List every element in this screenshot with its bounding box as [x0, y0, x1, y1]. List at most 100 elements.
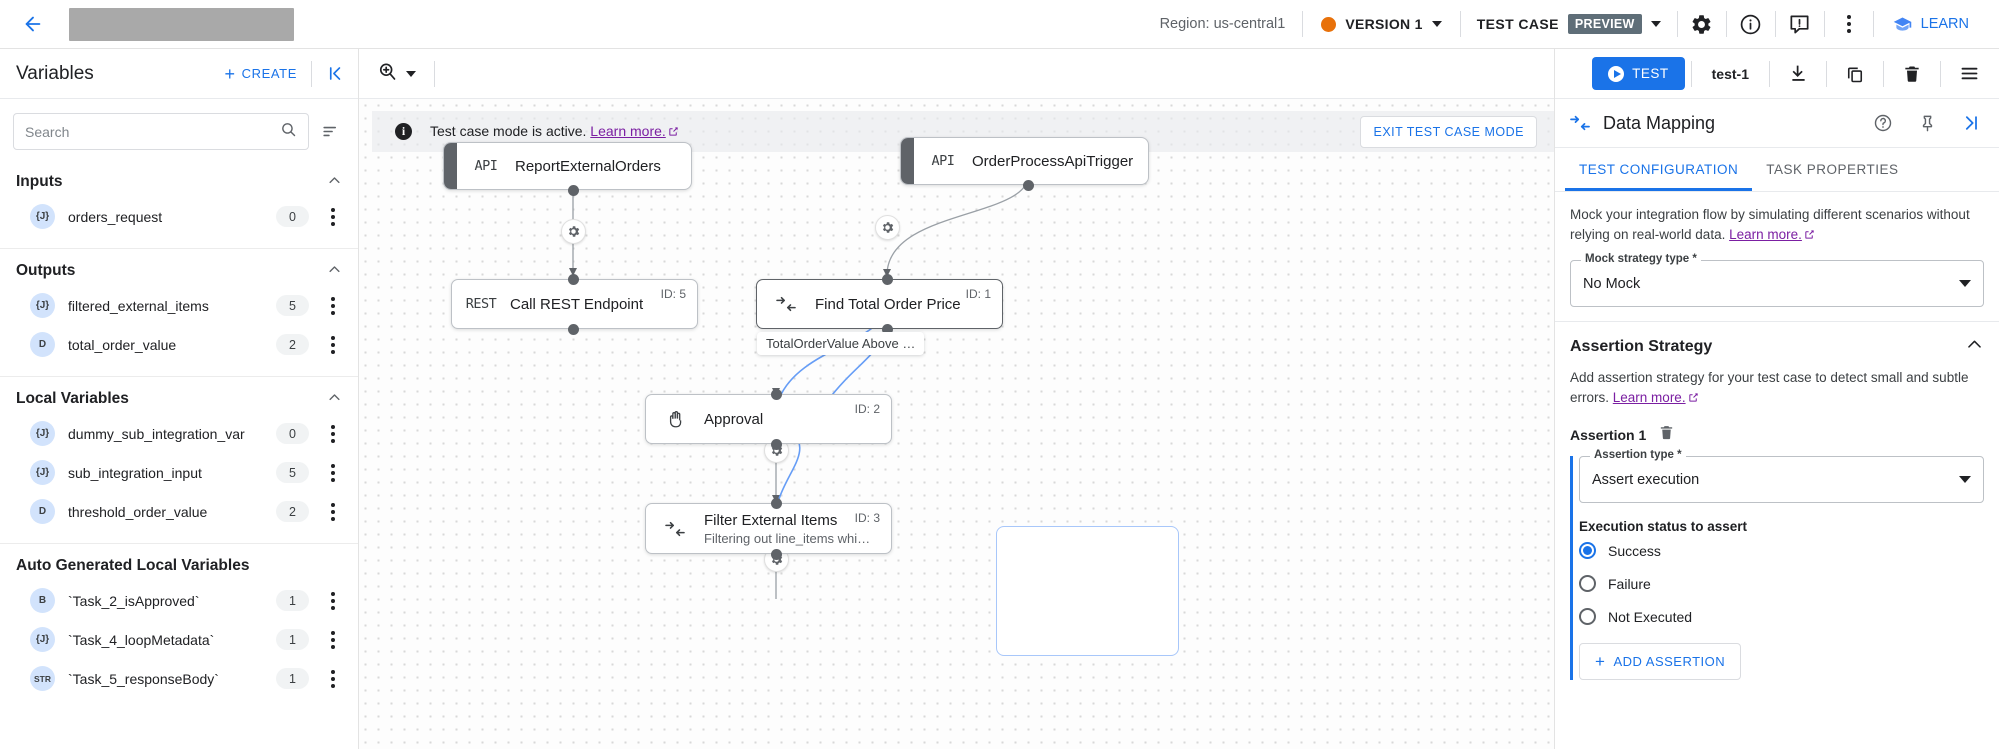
variable-name: `Task_2_isApproved` [68, 592, 200, 609]
radio-option-success[interactable]: Success [1579, 534, 1984, 567]
selected-node-placeholder[interactable] [996, 526, 1179, 656]
node-output-port[interactable] [771, 439, 782, 450]
radio-label: Failure [1608, 575, 1651, 592]
test-case-selector[interactable]: TEST CASE PREVIEW [1461, 14, 1677, 34]
edge-condition-label[interactable]: TotalOrderValue Above … [757, 332, 925, 355]
create-variable-button[interactable]: + CREATE [225, 65, 312, 83]
integration-canvas: i Test case mode is active. Learn more. … [359, 49, 1554, 749]
type-badge: B [30, 588, 55, 613]
list-item[interactable]: {J} `Task_4_loopMetadata` 1 [0, 620, 358, 659]
node-input-port[interactable] [771, 389, 782, 400]
sort-icon[interactable] [315, 122, 345, 141]
integration-title-redacted [69, 7, 294, 41]
list-item[interactable]: {J} dummy_sub_integration_var 0 [0, 414, 358, 453]
chevron-up-icon [327, 173, 342, 191]
node-report-external-orders[interactable]: API ReportExternalOrders [443, 142, 692, 190]
node-approval[interactable]: Approval ID: 2 [645, 394, 892, 444]
row-more-icon[interactable] [322, 424, 344, 443]
row-more-icon[interactable] [322, 296, 344, 315]
node-call-rest-endpoint[interactable]: REST Call REST Endpoint ID: 5 [451, 279, 698, 329]
node-find-total-order-price[interactable]: Find Total Order Price ID: 1 [756, 279, 1003, 329]
mock-strategy-type-select[interactable]: Mock strategy type * No Mock [1570, 253, 1984, 308]
node-title: Filter External Items [704, 511, 838, 529]
node-output-port[interactable] [882, 324, 893, 335]
learn-more-link[interactable]: Learn more. [1612, 389, 1686, 405]
add-assertion-button[interactable]: + ADD ASSERTION [1579, 643, 1742, 681]
tab-test-configuration[interactable]: TEST CONFIGURATION [1565, 148, 1753, 191]
edge-gear-icon[interactable] [561, 219, 586, 244]
exit-test-case-mode-button[interactable]: EXIT TEST CASE MODE [1360, 116, 1537, 148]
row-more-icon[interactable] [322, 502, 344, 521]
edge-gear-icon[interactable] [875, 215, 900, 240]
row-more-icon[interactable] [322, 463, 344, 482]
canvas-area[interactable]: i Test case mode is active. Learn more. … [359, 99, 1554, 749]
help-icon[interactable] [1867, 107, 1899, 139]
row-more-icon[interactable] [322, 669, 344, 688]
section-header-inputs[interactable]: Inputs [0, 160, 358, 197]
radio-option-not-executed[interactable]: Not Executed [1579, 600, 1984, 633]
copy-icon[interactable] [1833, 52, 1877, 96]
node-output-port[interactable] [568, 324, 579, 335]
list-item[interactable]: {J} orders_request 0 [0, 197, 358, 236]
search-input[interactable] [25, 123, 272, 140]
assertion-strategy-header[interactable]: Assertion Strategy [1570, 335, 1984, 359]
row-more-icon[interactable] [322, 591, 344, 610]
tab-task-properties[interactable]: TASK PROPERTIES [1766, 162, 1899, 177]
collapse-left-icon[interactable] [312, 49, 358, 98]
learn-more-link[interactable]: Learn more. [590, 123, 666, 139]
variables-section-local: Local Variables {J} dummy_sub_integratio… [0, 377, 358, 544]
back-arrow-icon[interactable] [16, 7, 50, 41]
list-item[interactable]: D total_order_value 2 [0, 325, 358, 364]
radio-option-failure[interactable]: Failure [1579, 567, 1984, 600]
learn-button[interactable]: LEARN [1874, 14, 1983, 35]
collapse-right-icon[interactable] [1955, 107, 1987, 139]
node-output-port[interactable] [1023, 180, 1034, 191]
node-order-process-api-trigger[interactable]: API OrderProcessApiTrigger [900, 137, 1149, 185]
list-item[interactable]: B `Task_2_isApproved` 1 [0, 581, 358, 620]
delete-icon[interactable] [1890, 52, 1934, 96]
node-accent-bar [444, 143, 457, 189]
feedback-icon[interactable] [1776, 0, 1824, 48]
search-box[interactable] [13, 113, 309, 150]
variables-section-outputs: Outputs {J} filtered_external_items 5 D … [0, 249, 358, 377]
node-filter-external-items[interactable]: Filter External Items Filtering out line… [645, 503, 892, 554]
info-icon[interactable] [1727, 0, 1775, 48]
list-item[interactable]: {J} sub_integration_input 5 [0, 453, 358, 492]
approval-hand-icon [646, 409, 704, 430]
test-label: TEST [1632, 66, 1669, 81]
assertion-type-select[interactable]: Assertion type * Assert execution [1579, 449, 1984, 504]
pin-icon[interactable] [1911, 107, 1943, 139]
more-vert-icon[interactable] [1825, 0, 1873, 48]
node-input-port[interactable] [771, 498, 782, 509]
section-header-local[interactable]: Local Variables [0, 377, 358, 414]
zoom-control[interactable] [377, 61, 434, 87]
api-icon: API [474, 158, 498, 174]
delete-icon[interactable] [1658, 424, 1675, 446]
gear-icon[interactable] [1678, 0, 1726, 48]
section-header-outputs[interactable]: Outputs [0, 249, 358, 286]
version-selector[interactable]: VERSION 1 [1303, 16, 1459, 32]
row-more-icon[interactable] [322, 207, 344, 226]
variable-name: threshold_order_value [68, 503, 208, 520]
row-more-icon[interactable] [322, 630, 344, 649]
assertion-item-title: Assertion 1 [1570, 427, 1647, 444]
more-vert-dots [1846, 15, 1851, 33]
node-output-port[interactable] [771, 549, 782, 560]
list-item[interactable]: D threshold_order_value 2 [0, 492, 358, 531]
section-title: Local Variables [16, 390, 129, 407]
list-item[interactable]: {J} filtered_external_items 5 [0, 286, 358, 325]
external-link-icon [668, 124, 679, 140]
learn-more-link[interactable]: Learn more. [1729, 226, 1802, 242]
section-header-auto-generated[interactable]: Auto Generated Local Variables [0, 544, 358, 581]
node-input-port[interactable] [568, 274, 579, 285]
download-icon[interactable] [1776, 52, 1820, 96]
test-case-name[interactable]: test-1 [1711, 65, 1749, 82]
node-id: ID: 3 [854, 511, 880, 525]
list-icon[interactable] [1947, 52, 1991, 96]
row-more-icon[interactable] [322, 335, 344, 354]
node-output-port[interactable] [568, 185, 579, 196]
list-item[interactable]: STR `Task_5_responseBody` 1 [0, 659, 358, 698]
node-input-port[interactable] [882, 274, 893, 285]
variables-header: Variables + CREATE [0, 49, 358, 99]
test-button[interactable]: TEST [1592, 57, 1685, 90]
